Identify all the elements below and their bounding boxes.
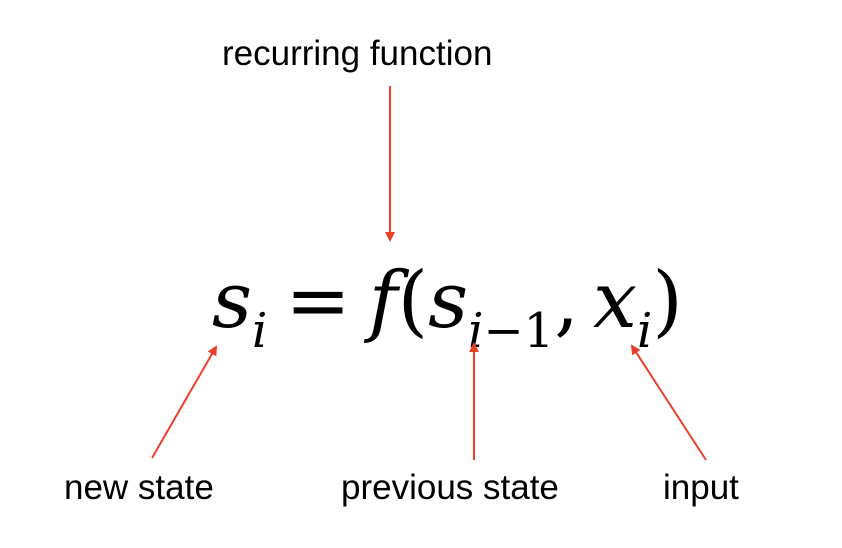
previous-state-subscript-one: 1 bbox=[523, 303, 555, 359]
input-label: input bbox=[663, 468, 739, 507]
previous-state-subscript-minus: − bbox=[483, 303, 524, 359]
previous-state-subscript: i−1 bbox=[468, 303, 554, 359]
previous-state-symbol: s bbox=[428, 256, 469, 346]
function-symbol: f bbox=[368, 256, 398, 346]
equals-sign: = bbox=[285, 256, 351, 346]
input-subscript: i bbox=[637, 303, 653, 359]
new-state-label: new state bbox=[64, 468, 214, 507]
previous-state-label: previous state bbox=[341, 468, 559, 507]
lhs-state-symbol: s bbox=[212, 256, 253, 346]
open-paren: ( bbox=[397, 256, 429, 346]
lhs-subscript: i bbox=[252, 303, 268, 359]
recurring-function-label: recurring function bbox=[222, 34, 493, 73]
input-symbol: x bbox=[593, 256, 638, 346]
arrow-to-input bbox=[630, 344, 707, 461]
arrow-to-new-state bbox=[151, 345, 217, 459]
close-paren: ) bbox=[652, 256, 683, 346]
comma: , bbox=[554, 256, 580, 346]
recurrence-equation: si=f(si−1,xi) bbox=[212, 262, 683, 355]
